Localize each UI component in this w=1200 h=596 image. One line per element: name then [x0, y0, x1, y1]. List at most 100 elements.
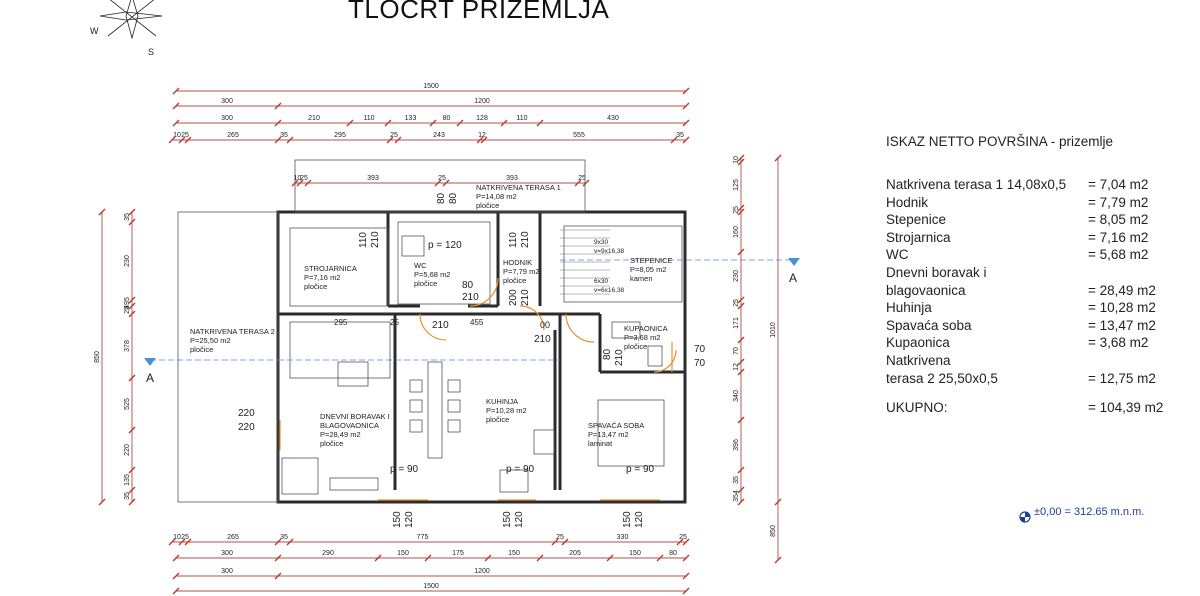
dimension-label: 135 — [124, 474, 131, 486]
area-summary-heading: ISKAZ NETTO POVRŠINA - prizemlje — [886, 134, 1114, 149]
opening-label: 220 — [238, 422, 255, 433]
room-area: P=3,68 m2 — [624, 333, 660, 342]
dimension-label: 35 — [280, 534, 288, 541]
dimension-label: 25 — [556, 534, 564, 541]
dimension-label: 175 — [452, 550, 464, 557]
dimension-label: 495 — [124, 297, 131, 309]
compass-w-label: W — [90, 26, 99, 36]
dimension-label: 25 — [578, 175, 586, 182]
room-name: WC — [414, 261, 427, 270]
room-finish: laminat — [588, 439, 613, 448]
opening-label: 210 — [534, 334, 551, 345]
opening-label: 455 — [470, 318, 484, 327]
dimension-label: 230 — [733, 270, 740, 282]
dimension-label: 70 — [733, 347, 740, 355]
dimension-label: 25 — [390, 132, 398, 139]
dimension-label: 295 — [334, 132, 346, 139]
dimension-label: 775 — [417, 534, 429, 541]
area-row-value: = 7,04 m2 — [1088, 177, 1149, 192]
dimension-label: 150 — [508, 550, 520, 557]
dimension-label: 290 — [322, 550, 334, 557]
area-row-label: terasa 2 25,50x0,5 — [886, 370, 998, 386]
dimension-label: 171 — [733, 317, 740, 329]
room-area: P=10,28 m2 — [486, 406, 527, 415]
dimension-label: 1200 — [474, 568, 490, 575]
opening-label: 80 — [448, 192, 459, 204]
stair-treads — [560, 229, 610, 295]
section-a-left-marker-icon — [144, 358, 156, 366]
opening-label: 80 — [462, 280, 474, 291]
dimension-label: 393 — [367, 175, 379, 182]
stairs-note: v=9x16,38 — [594, 248, 625, 255]
dimension-label: 35 — [733, 476, 740, 484]
opening-label: 220 — [238, 408, 255, 419]
dimension-label: 133 — [405, 115, 417, 122]
dimension-label: 150 — [629, 550, 641, 557]
opening-label: 110 — [358, 232, 369, 248]
dimension-label: 128 — [476, 115, 488, 122]
dimension-label: 80 — [443, 115, 451, 122]
opening-label: 210 — [370, 231, 381, 248]
doors-windows — [279, 277, 677, 501]
dimension-label: 25 — [679, 534, 687, 541]
total-label: UKUPNO: — [886, 400, 948, 416]
area-summary-row: Hodnik = 7,79 m2 — [886, 195, 1186, 213]
dimension-label: 10 — [173, 132, 181, 139]
dimension-label: 230 — [124, 255, 131, 267]
dimension-label: 25 — [181, 132, 189, 139]
opening-label: 150 — [622, 511, 633, 528]
area-row-value: = 12,75 m2 — [1088, 370, 1156, 386]
compass-rose-icon: W S — [90, 0, 163, 57]
dimension-label: 300 — [221, 115, 233, 122]
room-name-line2: BLAGOVAONICA — [320, 421, 379, 430]
compass-s-label: S — [148, 47, 154, 57]
terrace-outlines — [177, 159, 683, 503]
opening-label: 00 — [540, 320, 550, 330]
dimension-label: 330 — [617, 534, 629, 541]
opening-label: p = 90 — [626, 464, 655, 475]
opening-label: p = 90 — [390, 464, 419, 475]
dimension-label: 35 — [676, 132, 684, 139]
area-row-value: = 7,16 m2 — [1088, 229, 1149, 245]
opening-label: 150 — [502, 511, 513, 528]
area-row-value: = 7,79 m2 — [1088, 194, 1149, 210]
dimension-label: 354 — [733, 490, 740, 502]
stairs-note: 9x30 — [594, 239, 608, 246]
room-finish: pločice — [503, 276, 526, 285]
room-area: P=25,50 m2 — [190, 336, 231, 345]
opening-label: 25 — [390, 318, 399, 327]
dimension-label: 12 — [478, 132, 486, 139]
room-name: STEPENICE — [630, 256, 673, 265]
opening-label: 120 — [514, 511, 525, 528]
room-labels: NATKRIVENA TERASA 1 P=14,08 m2 pločice S… — [190, 183, 673, 448]
dimension-label: 205 — [569, 550, 581, 557]
opening-label: 210 — [432, 320, 449, 331]
dimension-label: 340 — [733, 390, 740, 402]
opening-label: 210 — [462, 292, 479, 303]
area-row-value: = 8,05 m2 — [1088, 212, 1149, 228]
chairs — [409, 379, 461, 433]
area-row-label: Strojarnica — [886, 229, 951, 245]
dimension-label: 430 — [607, 115, 619, 122]
total-value: = 104,39 m2 — [1088, 400, 1164, 416]
area-row-label: Hodnik — [886, 194, 929, 210]
room-finish: kamen — [630, 274, 653, 283]
dimension-label: 1500 — [423, 583, 439, 590]
room-area: P=13,47 m2 — [588, 430, 629, 439]
dimension-label: 25 — [300, 175, 308, 182]
dimension-label: 1010 — [770, 322, 777, 338]
opening-label: p = 90 — [506, 464, 535, 475]
section-line — [150, 259, 794, 361]
room-area: P=7,79 m2 — [503, 267, 539, 276]
room-finish: pločice — [304, 282, 327, 291]
section-a-right-marker-icon — [788, 258, 800, 266]
dimension-label: 300 — [221, 550, 233, 557]
area-row-value: = 5,68 m2 — [1088, 247, 1149, 263]
dimension-label: 25 — [438, 175, 446, 182]
dimension-label: 210 — [308, 115, 320, 122]
dimension-label: 265 — [227, 534, 239, 541]
room-name: STROJARNICA — [304, 264, 357, 273]
page-title: TLOCRT PRIZEMLJA — [348, 0, 610, 24]
dimension-label: 850 — [770, 525, 777, 537]
